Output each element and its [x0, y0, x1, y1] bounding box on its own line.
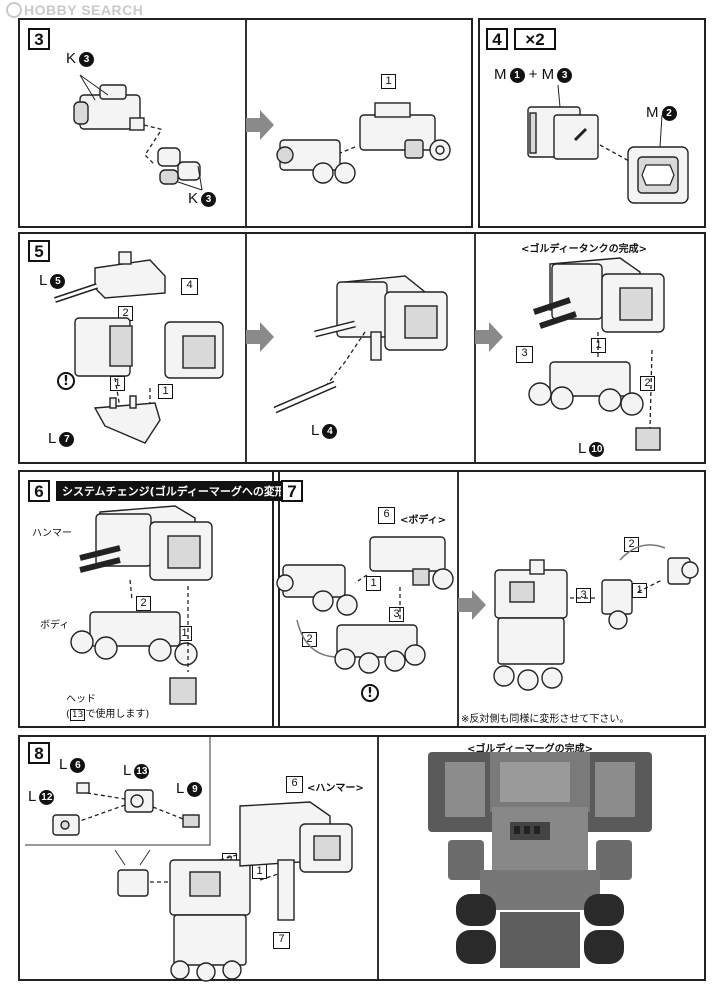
system-change-banner: システムチェンジ(ゴルディーマーグへの変形) — [56, 481, 297, 501]
step-number-5: 5 — [28, 240, 50, 262]
panel-step-4 — [478, 18, 706, 228]
panel-step-8 — [18, 735, 706, 981]
label-body: ボディ — [40, 620, 70, 631]
caution-icon: ! — [361, 684, 379, 702]
quantity-multiplier: ×2 — [514, 28, 556, 50]
arrow-right-step-7 — [458, 590, 486, 620]
panel-step-5 — [18, 232, 706, 464]
panel-step-3 — [18, 18, 473, 228]
divider — [457, 472, 459, 726]
divider — [245, 20, 247, 226]
order-number-2: 2 — [302, 632, 317, 647]
diagram-step-7-left — [276, 536, 454, 674]
ref-number-4: 4 — [181, 278, 198, 295]
completed-goldymarg-photo — [428, 752, 652, 968]
ref-number-3: 3 — [516, 346, 533, 363]
panel-step-7 — [272, 470, 706, 728]
ref-number-1: 1 — [381, 74, 396, 89]
diagram-step-7-right — [493, 544, 699, 691]
ref-number-6: 6 — [378, 507, 395, 524]
diagram-step-8-assembly — [114, 801, 353, 982]
order-number-1: 1 — [591, 338, 606, 353]
order-number-2: 2 — [136, 596, 151, 611]
diagram-step-3-right — [276, 102, 451, 184]
step-number-3: 3 — [28, 28, 50, 50]
watermark: HOBBY SEARCH — [6, 2, 143, 18]
divider — [245, 234, 247, 462]
divider — [377, 737, 379, 979]
order-number-1: 1 — [366, 576, 381, 591]
step-number-4: 4 — [486, 28, 508, 50]
diagram-step-5-right — [528, 257, 665, 451]
step-number-8: 8 — [28, 742, 50, 764]
diagram-step-8-detail — [25, 735, 211, 846]
caption-goldy-tank-complete: <ゴルディータンクの完成> — [521, 244, 648, 255]
label-head: ヘッド — [66, 694, 96, 705]
diagram-step-3-left — [73, 74, 203, 191]
diagram-step-6 — [70, 505, 213, 705]
caption-goldymarg-complete: <ゴルディーマーグの完成> — [467, 744, 594, 755]
order-number-1: 1 — [252, 864, 267, 879]
caption-body: <ボディ> — [400, 515, 447, 526]
diagram-step-5-middle — [273, 275, 448, 414]
step-number-6: 6 — [28, 480, 50, 502]
label-hammer: ハンマー — [32, 528, 72, 539]
caption-hammer: <ハンマー> — [307, 783, 364, 794]
ref-number-6: 6 — [286, 776, 303, 793]
arrow-right-step-3 — [246, 110, 274, 140]
step-number-7: 7 — [281, 480, 303, 502]
panel-step-6 — [18, 470, 280, 728]
order-number-1: 1 — [158, 384, 173, 399]
arrow-right-step-5a — [246, 322, 274, 352]
divider — [474, 234, 476, 462]
order-number-3: 3 — [576, 588, 591, 603]
reverse-side-note: ※反対側も同様に変形させて下さい。 — [461, 714, 630, 725]
diagram-step-4 — [527, 84, 689, 204]
arrow-right-step-5b — [475, 322, 503, 352]
caution-icon: ! — [57, 372, 75, 390]
diagram-step-5-left — [54, 251, 224, 444]
ref-number-7: 7 — [273, 932, 290, 949]
